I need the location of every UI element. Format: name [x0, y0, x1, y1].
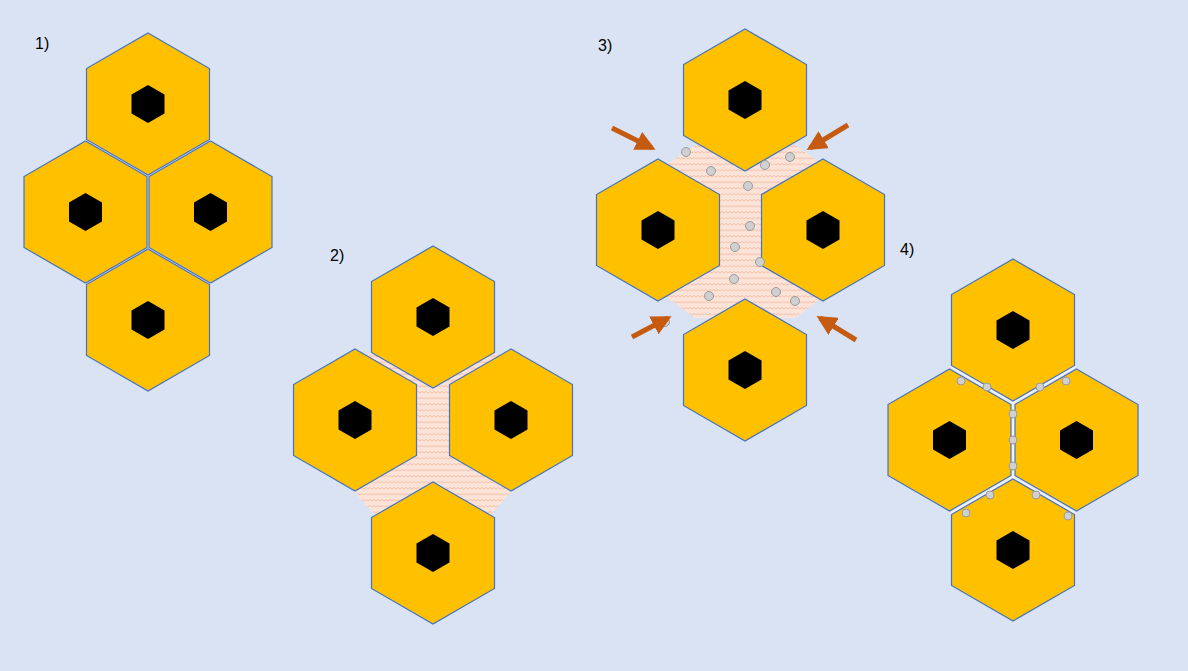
cell: [87, 249, 210, 391]
cell: [952, 259, 1075, 401]
compression-arrows: [612, 125, 856, 340]
cell: [1015, 369, 1138, 511]
cell: [888, 369, 1011, 511]
panel-number: 4): [900, 240, 914, 259]
panel-number: 1): [35, 34, 49, 53]
cell: [952, 479, 1075, 621]
panel-2-cells: [294, 246, 573, 624]
junction-particles: [661, 148, 800, 327]
panel-1-cells: [24, 33, 272, 391]
cell: [450, 349, 573, 491]
cell: [684, 29, 807, 171]
panel-4-cells: [888, 259, 1138, 621]
panel-3-cells: [597, 29, 885, 441]
panel-number: 3): [598, 36, 612, 55]
junction-particles: [957, 377, 1072, 520]
cell: [684, 299, 807, 441]
cell: [294, 349, 417, 491]
cell: [597, 159, 720, 301]
cell: [372, 246, 495, 388]
cell: [762, 159, 885, 301]
panel-number: 2): [330, 246, 344, 265]
cell: [372, 482, 495, 624]
